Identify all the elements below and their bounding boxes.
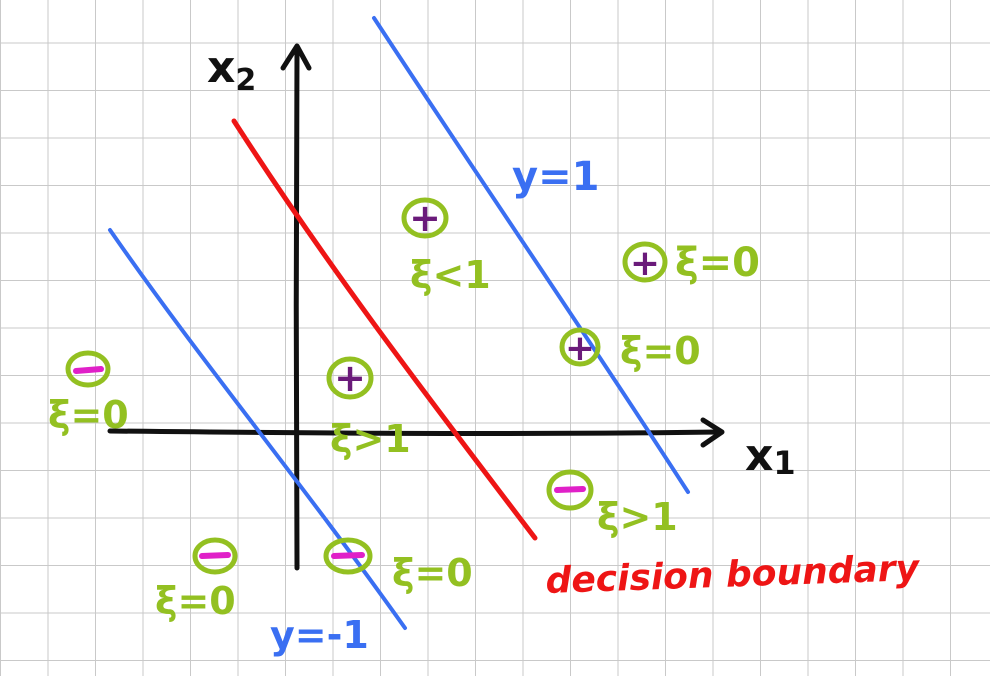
slack-label: ξ>1 (597, 495, 678, 539)
minus-sign (554, 486, 586, 493)
point-plus-top: + ξ<1 (401, 196, 491, 297)
decision-boundary-line (231, 118, 538, 541)
point-circle (192, 537, 238, 575)
point-minus-right: ξ>1 (546, 469, 678, 539)
point-circle (326, 356, 374, 400)
point-circle (323, 537, 373, 575)
point-circle (65, 350, 111, 388)
lower-margin-label: y=-1 (270, 613, 369, 657)
x-axis-label: x1 (745, 430, 796, 482)
point-plus-right: + ξ=0 (622, 240, 760, 286)
point-plus-margin: + ξ=0 (559, 327, 701, 373)
y-axis (293, 47, 300, 571)
slack-label: ξ=0 (392, 551, 473, 595)
point-circle (559, 327, 601, 367)
plus-sign: + (334, 356, 366, 400)
point-circle (546, 469, 594, 511)
point-circle (401, 197, 449, 239)
y-axis-arrowhead (280, 43, 312, 71)
x-axis-arrowhead (700, 417, 725, 448)
slack-label: ξ=0 (675, 240, 760, 286)
slack-label: ξ=0 (48, 393, 129, 437)
plus-sign: + (630, 243, 660, 284)
point-circle (622, 241, 668, 283)
minus-sign (73, 366, 104, 374)
point-minus-bottom-left: ξ=0 (155, 537, 238, 623)
slack-label: ξ>1 (330, 417, 411, 461)
y-axis-label: x2 (207, 42, 256, 98)
minus-sign (331, 552, 365, 559)
axes (107, 43, 725, 571)
point-plus-misclassified: + ξ>1 (326, 356, 411, 461)
slack-label: ξ=0 (620, 329, 701, 373)
plus-sign: + (565, 328, 595, 369)
point-minus-far-left: ξ=0 (48, 350, 129, 437)
upper-margin-label: y=1 (512, 154, 599, 200)
margin-line-upper (372, 16, 690, 494)
point-minus-margin: ξ=0 (323, 537, 473, 595)
minus-sign (199, 552, 231, 559)
decision-boundary-label: decision boundary (545, 548, 921, 602)
plus-sign: + (409, 196, 441, 240)
x-axis (107, 428, 721, 437)
slack-label: ξ<1 (410, 253, 491, 297)
slack-label: ξ=0 (155, 579, 236, 623)
